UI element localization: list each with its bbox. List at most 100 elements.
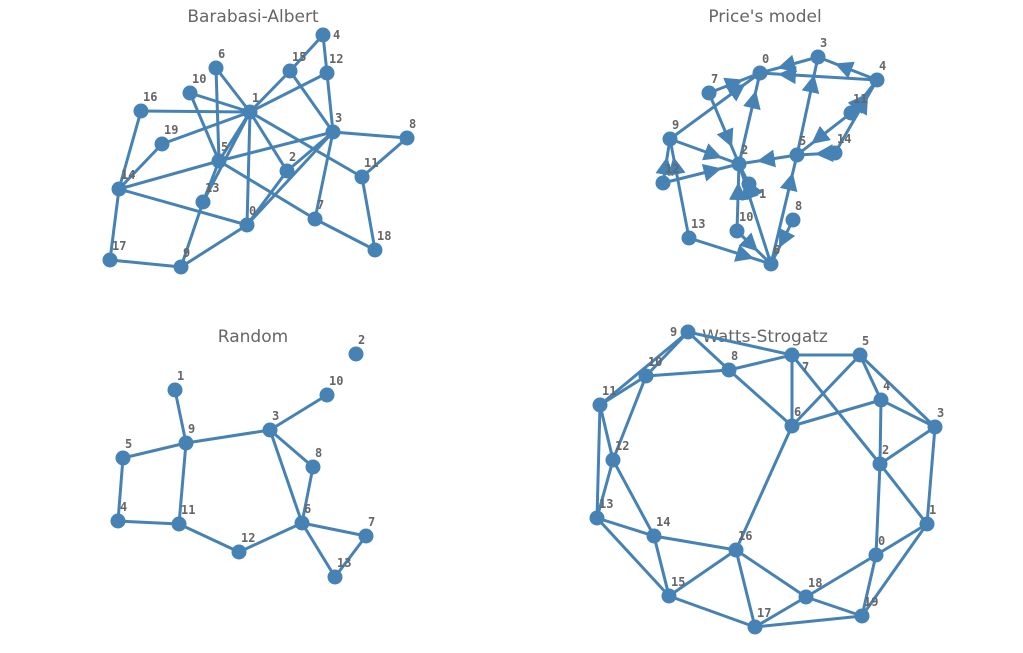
node-2[interactable]	[348, 346, 364, 362]
node-2[interactable]	[872, 456, 888, 472]
node-label-13: 13	[599, 497, 613, 511]
node-5[interactable]	[789, 147, 805, 163]
node-label-6: 6	[794, 405, 801, 419]
node-12[interactable]	[319, 65, 335, 81]
node-7[interactable]	[307, 211, 323, 227]
node-18[interactable]	[798, 589, 814, 605]
edge-7-13	[333, 535, 368, 578]
node-11[interactable]	[843, 105, 859, 121]
node-11[interactable]	[592, 397, 608, 413]
node-9[interactable]	[662, 131, 678, 147]
edge-17-19	[754, 614, 863, 629]
node-label-8: 8	[731, 349, 738, 363]
node-15[interactable]	[661, 588, 677, 604]
node-0[interactable]	[752, 65, 768, 81]
node-label-0: 0	[762, 52, 769, 66]
node-label-12: 12	[615, 439, 629, 453]
node-label-15: 15	[292, 50, 306, 64]
node-13[interactable]	[195, 194, 211, 210]
edge-4-3	[817, 55, 878, 82]
node-3[interactable]	[325, 124, 341, 140]
node-4[interactable]	[315, 27, 331, 43]
node-7[interactable]	[784, 347, 800, 363]
node-12[interactable]	[231, 544, 247, 560]
node-label-9: 9	[670, 325, 677, 339]
node-label-5: 5	[221, 140, 228, 154]
node-5[interactable]	[211, 153, 227, 169]
node-13[interactable]	[589, 510, 605, 526]
node-4[interactable]	[873, 392, 889, 408]
node-10[interactable]	[319, 387, 335, 403]
node-3[interactable]	[810, 49, 826, 65]
node-14[interactable]	[111, 181, 127, 197]
edge-6-13	[300, 522, 337, 578]
node-0[interactable]	[239, 217, 255, 233]
node-1[interactable]	[741, 176, 757, 192]
node-17[interactable]	[747, 619, 763, 635]
node-9[interactable]	[173, 259, 189, 275]
node-3[interactable]	[927, 419, 943, 435]
node-label-8: 8	[315, 446, 322, 460]
node-19[interactable]	[854, 608, 870, 624]
node-10[interactable]	[182, 85, 198, 101]
edge-14-0	[118, 187, 248, 227]
node-7[interactable]	[701, 85, 717, 101]
node-13[interactable]	[327, 569, 343, 585]
node-label-7: 7	[802, 360, 809, 374]
node-18[interactable]	[367, 242, 383, 258]
node-2[interactable]	[279, 163, 295, 179]
node-6[interactable]	[784, 418, 800, 434]
node-8[interactable]	[305, 459, 321, 475]
node-11[interactable]	[354, 169, 370, 185]
node-14[interactable]	[827, 145, 843, 161]
node-label-2: 2	[289, 150, 296, 164]
node-label-5: 5	[799, 134, 806, 148]
node-14[interactable]	[646, 528, 662, 544]
node-2[interactable]	[731, 156, 747, 172]
node-13[interactable]	[681, 230, 697, 246]
node-label-6: 6	[218, 47, 225, 61]
node-8[interactable]	[785, 212, 801, 228]
edge-15-16	[668, 548, 737, 598]
node-10[interactable]	[729, 223, 745, 239]
edge-10-8	[645, 368, 730, 378]
node-8[interactable]	[721, 362, 737, 378]
node-9[interactable]	[680, 324, 696, 340]
node-19[interactable]	[154, 136, 170, 152]
node-16[interactable]	[133, 103, 149, 119]
node-0[interactable]	[868, 547, 884, 563]
edge-17-18	[754, 595, 807, 629]
node-16[interactable]	[728, 542, 744, 558]
node-6[interactable]	[763, 256, 779, 272]
node-12[interactable]	[655, 175, 671, 191]
node-1[interactable]	[242, 104, 258, 120]
node-10[interactable]	[638, 368, 654, 384]
edge-14-5	[118, 159, 220, 191]
node-4[interactable]	[110, 513, 126, 529]
node-1[interactable]	[919, 516, 935, 532]
node-4[interactable]	[869, 72, 885, 88]
node-11[interactable]	[171, 516, 187, 532]
node-6[interactable]	[208, 60, 224, 76]
node-5[interactable]	[852, 347, 868, 363]
node-7[interactable]	[358, 528, 374, 544]
node-9[interactable]	[178, 435, 194, 451]
node-6[interactable]	[294, 515, 310, 531]
node-8[interactable]	[399, 130, 415, 146]
title-random: Random	[218, 327, 288, 347]
edge-10-12	[611, 375, 648, 461]
node-15[interactable]	[282, 63, 298, 79]
node-3[interactable]	[262, 422, 278, 438]
node-17[interactable]	[102, 252, 118, 268]
node-label-4: 4	[333, 28, 340, 42]
edge-6-5	[214, 67, 221, 162]
node-label-9: 9	[183, 246, 190, 260]
node-label-4: 4	[879, 59, 886, 73]
edge-14-16	[653, 534, 737, 552]
node-label-2: 2	[358, 333, 365, 347]
node-12[interactable]	[605, 452, 621, 468]
node-1[interactable]	[167, 382, 183, 398]
node-5[interactable]	[115, 450, 131, 466]
